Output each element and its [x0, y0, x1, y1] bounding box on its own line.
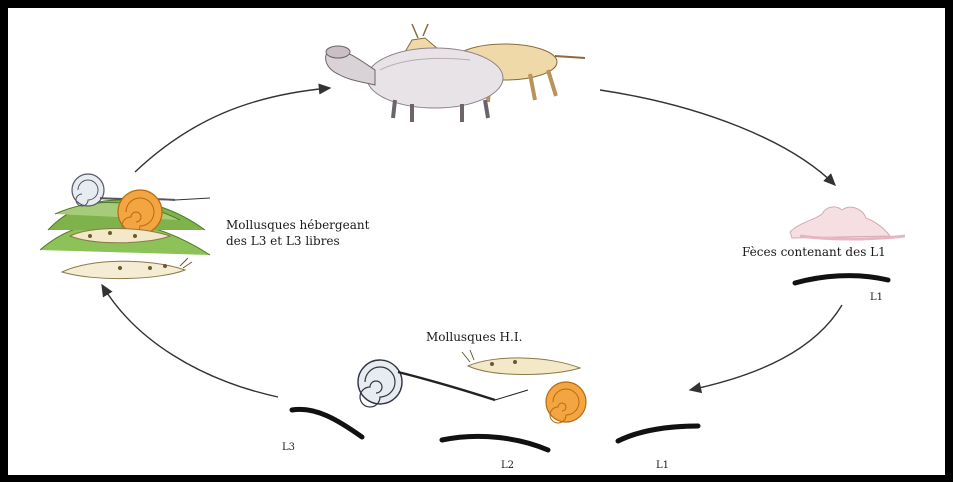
snails-on-grass-illustration [40, 174, 210, 279]
sheep-and-goat-illustration [326, 24, 585, 122]
larva-l1-feces-label: L1 [870, 290, 883, 305]
larva-l1-feces [795, 276, 888, 283]
feces-pile-illustration [790, 207, 905, 239]
sheep-icon [326, 46, 503, 122]
arrow-feces-to-larvae [690, 305, 842, 390]
intermediate-molluscs-illustration [358, 350, 586, 423]
larva-l1-label: L1 [656, 458, 669, 473]
orange-snail-hi-icon [546, 382, 586, 423]
slug-hi-icon [462, 350, 580, 375]
host-molluscs-label-line1: Mollusques hébergeant [226, 218, 369, 233]
arrow-hosts-to-feces [600, 90, 835, 185]
feces-label: Fèces contenant des L1 [742, 245, 886, 260]
arrow-molluscs-to-hosts [135, 88, 330, 172]
larva-l1 [618, 426, 698, 441]
larva-l2-label: L2 [501, 458, 514, 473]
intermediate-molluscs-label: Mollusques H.I. [426, 330, 522, 345]
larva-l2 [442, 436, 548, 450]
larva-l3 [292, 409, 362, 437]
larva-l3-label: L3 [282, 440, 295, 455]
lower-slug-icon [62, 258, 192, 279]
host-molluscs-label-line2: des L3 et L3 libres [226, 234, 340, 249]
arrow-larvae-to-molluscs [102, 285, 278, 397]
